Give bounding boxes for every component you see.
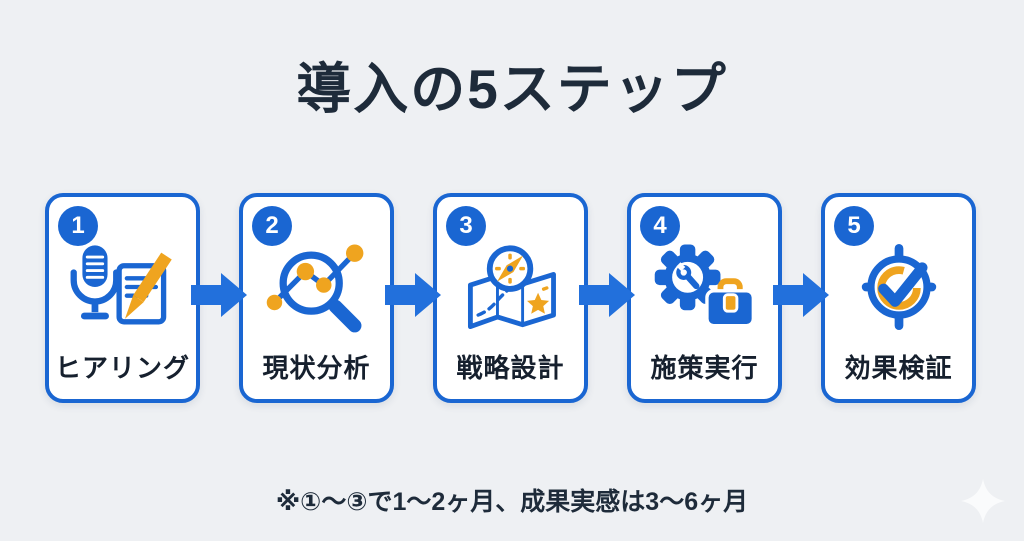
arrow-right-icon	[385, 273, 441, 317]
step-number: 2	[265, 212, 279, 239]
step-number: 5	[847, 212, 861, 239]
step-number-badge: 3	[446, 206, 486, 246]
mic-and-note-icon	[49, 241, 196, 333]
step-label: 効果検証	[844, 353, 953, 383]
arrow-right-icon	[773, 273, 829, 317]
target-check-icon	[825, 241, 972, 333]
step-number: 4	[653, 212, 667, 239]
arrow-right-icon	[191, 273, 247, 317]
step-label: 現状分析	[262, 353, 371, 383]
magnifier-chart-icon	[243, 241, 390, 333]
step-number-badge: 1	[58, 206, 98, 246]
step-card-execution: 4	[627, 193, 782, 403]
step-card-strategy: 3 戦略設計	[433, 193, 588, 403]
step-number-badge: 4	[640, 206, 680, 246]
steps-row: 1 ヒアリング 2	[45, 193, 976, 403]
map-compass-icon	[437, 241, 584, 333]
step-number: 1	[71, 212, 85, 239]
step-card-verification: 5 効果検証	[821, 193, 976, 403]
step-number-badge: 2	[252, 206, 292, 246]
arrow-right-icon	[579, 273, 635, 317]
step-number: 3	[459, 212, 473, 239]
step-card-hearing: 1 ヒアリング	[45, 193, 200, 403]
gear-toolbox-icon	[631, 241, 778, 333]
step-card-analysis: 2 現状分析	[239, 193, 394, 403]
sparkle-icon	[961, 479, 1005, 523]
step-label: 施策実行	[650, 353, 759, 383]
page-title: 導入の5ステップ	[296, 58, 728, 120]
step-label: ヒアリング	[54, 353, 190, 383]
footnote: ※①〜③で1〜2ヶ月、成果実感は3〜6ヶ月	[275, 488, 749, 516]
step-number-badge: 5	[834, 206, 874, 246]
step-label: 戦略設計	[456, 353, 565, 383]
